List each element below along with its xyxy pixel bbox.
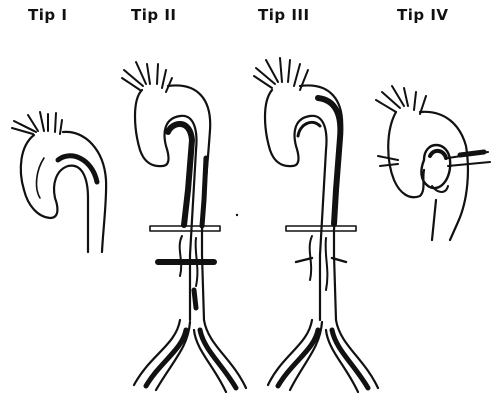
aortic-wall-type-4 [388,112,468,240]
speck-mark [236,214,238,216]
dissection-flap-type-3 [318,98,340,224]
dissection-flap-type-2 [168,124,192,225]
aorta-type-4 [376,86,490,240]
aortic-wall-type-3 [265,85,342,320]
aorta-type-2 [122,62,246,392]
arch-branches-type-4 [376,86,426,114]
aorta-type-1 [12,112,106,252]
aortic-wall-type-2 [135,85,210,320]
arch-branches-type-1 [12,112,62,134]
clamp-bar-type-2 [150,226,220,231]
arch-branches-type-2 [122,62,172,92]
aorta-type-3 [254,58,378,392]
aortic-wall-type-1 [21,132,106,252]
